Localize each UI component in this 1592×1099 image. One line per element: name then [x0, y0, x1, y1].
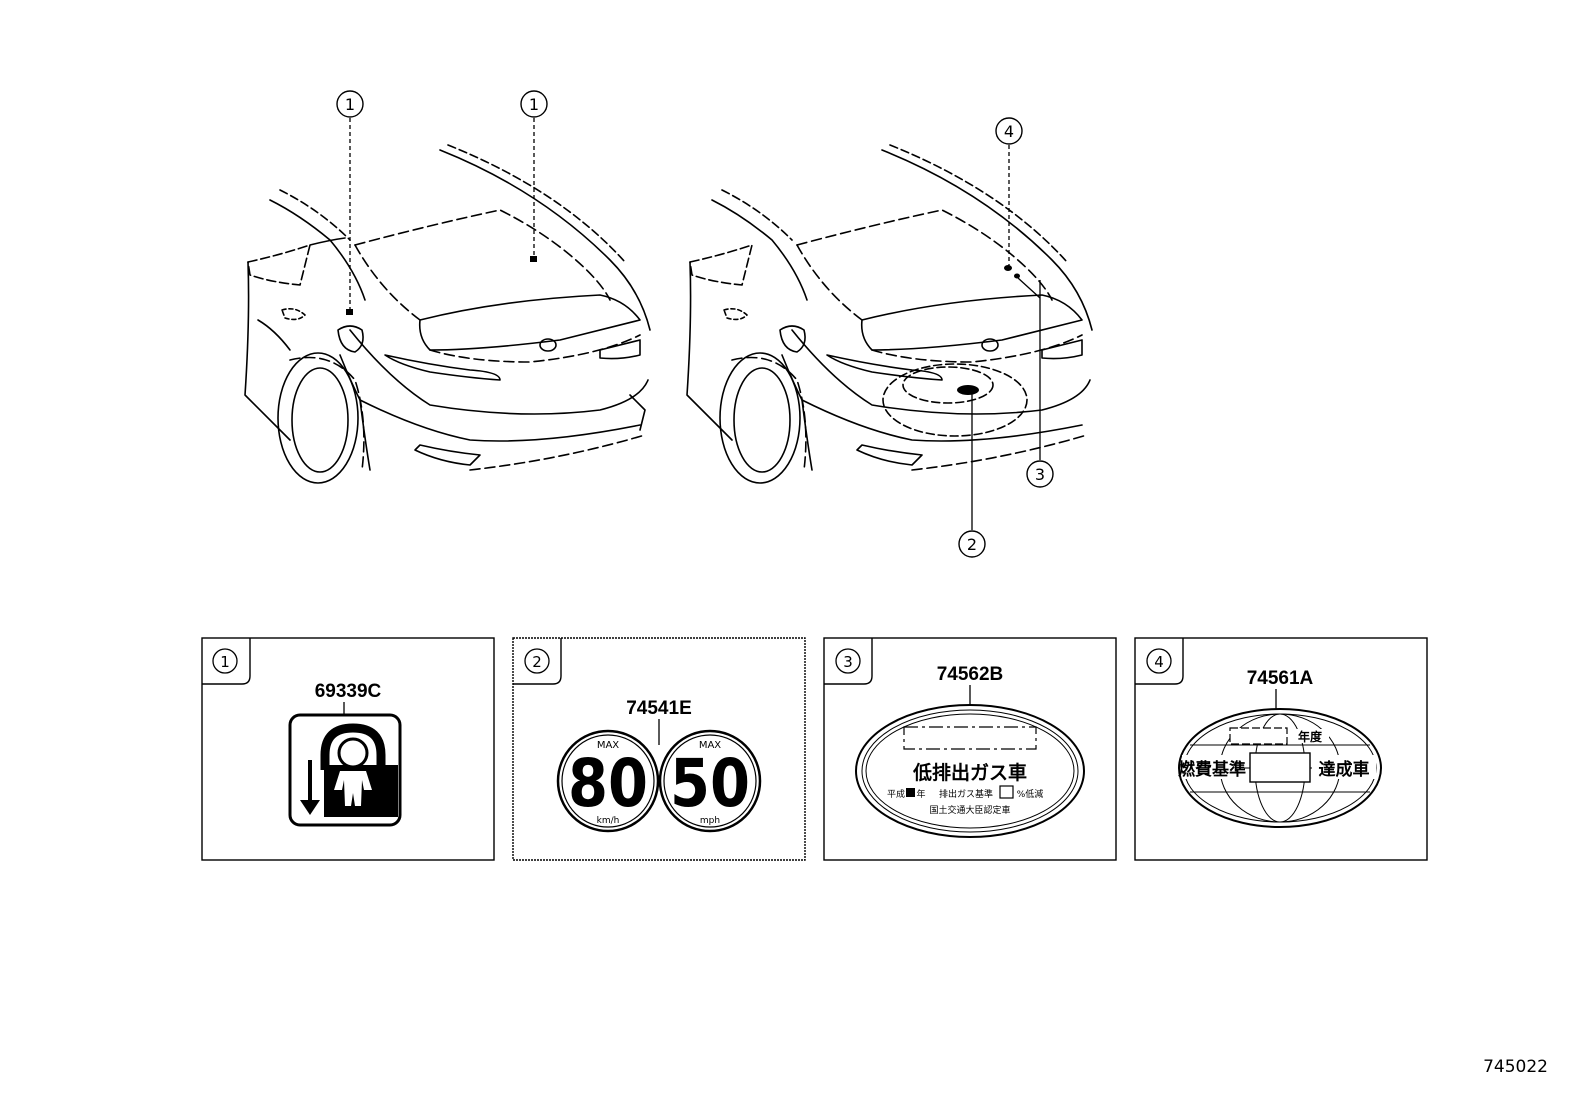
speed-limit-label: MAX 80 km/h MAX 50 mph: [556, 729, 762, 833]
svg-text:3: 3: [843, 653, 853, 671]
speed-mph: 50: [670, 745, 750, 822]
car-left-illustration: [244, 144, 651, 484]
panel-1: 1 69339C: [201, 637, 495, 861]
svg-text:3: 3: [1035, 465, 1045, 484]
svg-text:1: 1: [345, 95, 355, 114]
callout-2: 2: [958, 530, 986, 558]
callout-3: 3: [1026, 460, 1054, 488]
unit-kmh: km/h: [597, 816, 620, 826]
label-location-marker: [1004, 265, 1012, 271]
panel-2: 2 74541E MAX 80 km/h MAX 50 mph: [512, 637, 806, 861]
label-line-mid: 排出ガス基準: [939, 788, 993, 800]
unit-mph: mph: [700, 816, 720, 826]
callout-1a: 1: [336, 90, 364, 118]
label-line-right: %低減: [1017, 788, 1044, 800]
callout-1b: 1: [520, 90, 548, 118]
panel-number-badge: [212, 648, 238, 674]
leader-lines-left: [349, 118, 535, 312]
label-location-marker: [957, 385, 979, 395]
panel-number-badge: [524, 648, 550, 674]
panel-3: 3 74562B 低排出ガス車 平成 年 排出ガス基準 %低減 国土交通大臣認定…: [823, 637, 1117, 861]
part-number: 69339C: [315, 681, 382, 702]
svg-text:2: 2: [967, 535, 977, 554]
max-label: MAX: [699, 740, 721, 751]
leader-lines-right: [971, 145, 1041, 530]
label-location-marker: [1014, 273, 1020, 279]
panel-4: 4 74561A 年度 燃費基準 達成車: [1134, 637, 1428, 861]
label-location-marker: [530, 256, 537, 262]
svg-text:1: 1: [529, 95, 539, 114]
diagram-id: 745022: [1483, 1057, 1548, 1077]
low-emission-label: 低排出ガス車 平成 年 排出ガス基準 %低減 国土交通大臣認定車: [855, 704, 1085, 838]
panel-number-badge: [1146, 648, 1172, 674]
svg-text:2: 2: [532, 653, 542, 671]
label-line-left: 平成: [887, 788, 905, 800]
max-label: MAX: [597, 740, 619, 751]
label-left-text: 燃費基準: [1178, 759, 1246, 780]
car-right-illustration: [686, 144, 1093, 484]
part-number: 74561A: [1247, 668, 1314, 689]
label-location-marker: [346, 309, 353, 315]
part-number: 74541E: [626, 698, 692, 719]
child-lock-label-icon: [288, 713, 402, 827]
label-title: 低排出ガス車: [912, 761, 1027, 784]
label-footer: 国土交通大臣認定車: [929, 804, 1010, 816]
panel-number-badge: [835, 648, 861, 674]
speed-kmh: 80: [568, 745, 648, 822]
fuel-economy-label: [1178, 708, 1382, 828]
part-number: 74562B: [937, 664, 1004, 685]
callout-4: 4: [995, 117, 1023, 145]
svg-text:1: 1: [220, 653, 230, 671]
label-line-year: 年: [916, 788, 925, 800]
svg-text:4: 4: [1154, 653, 1164, 671]
label-year: 年度: [1298, 729, 1323, 744]
label-right-text: 達成車: [1319, 759, 1370, 780]
svg-text:4: 4: [1004, 122, 1014, 141]
